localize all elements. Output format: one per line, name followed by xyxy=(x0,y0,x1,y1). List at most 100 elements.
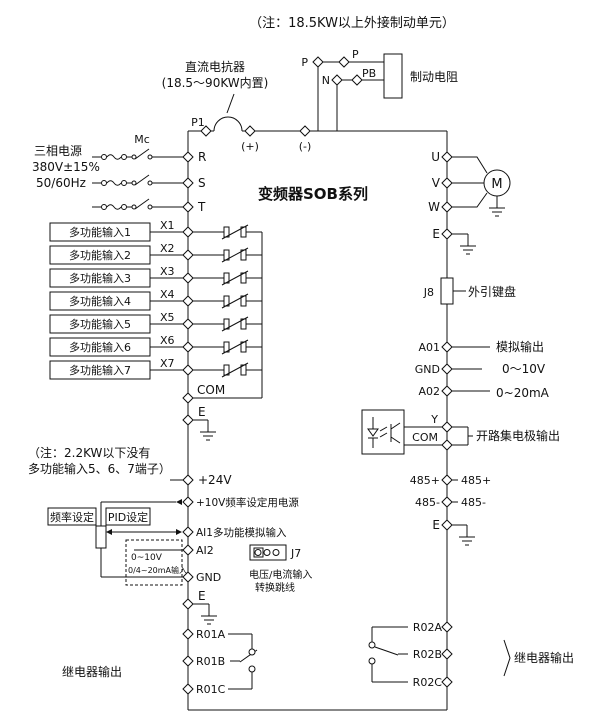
power-label-line2: 380V±15% xyxy=(32,160,100,174)
terminal-p-outer xyxy=(338,56,350,68)
terminal-x2 xyxy=(182,249,194,261)
label-ai2: AI2 xyxy=(196,544,214,557)
label-keypad: 外引键盘 xyxy=(468,284,516,299)
terminal-r02b xyxy=(441,648,453,660)
input-box-4: 多功能输入4 xyxy=(69,294,131,308)
label-signal-range2: 0/4~20mA输入 xyxy=(128,565,187,575)
label-j7-desc2: 转换跳线 xyxy=(255,581,295,594)
small-kw-note-line1: （注：2.2KW以下没有 xyxy=(28,445,150,460)
switch-x3 xyxy=(192,270,263,286)
label-analog-output: 模拟输出 xyxy=(496,339,544,354)
keypad-section: J8 外引键盘 xyxy=(423,277,516,305)
label-freq-setting: 频率设定 xyxy=(50,510,94,524)
label-u: U xyxy=(431,150,440,164)
ground-symbol-right2 xyxy=(458,524,476,546)
switch-x4 xyxy=(192,293,263,309)
ground-symbol-left2 xyxy=(200,603,218,625)
reactor-note-line2: (18.5～90KW内置) xyxy=(162,76,269,90)
label-j8: J8 xyxy=(423,286,434,299)
switch-common-bus xyxy=(193,232,263,399)
open-collector-section: Y COM 开路集电极输出 xyxy=(361,409,560,455)
label-x5: X5 xyxy=(160,311,175,324)
terminal-s xyxy=(182,177,194,189)
terminal-r xyxy=(182,151,194,163)
terminal-dc-minus xyxy=(299,125,311,137)
switch-x7 xyxy=(192,362,263,378)
terminal-r02c xyxy=(441,676,453,688)
label-dc-plus: (+) xyxy=(241,140,259,153)
label-485-minus-in: 485- xyxy=(415,496,440,509)
label-w: W xyxy=(428,200,440,214)
terminal-a01 xyxy=(441,341,453,353)
label-braking-resistor: 制动电阻 xyxy=(410,70,458,84)
label-24v: +24V xyxy=(198,473,232,487)
label-a02: A02 xyxy=(418,385,440,398)
label-x6: X6 xyxy=(160,334,175,347)
terminal-x3 xyxy=(182,272,194,284)
pid-setting-box xyxy=(105,507,151,526)
terminal-a02 xyxy=(441,385,453,397)
input-box-7: 多功能输入7 xyxy=(69,363,131,377)
page-title: 变频器SOB系列 xyxy=(258,185,368,203)
label-r02b: R02B xyxy=(413,648,442,661)
rs485-section: 485+ 485+ 485- 485- E xyxy=(410,474,491,546)
input-box-2: 多功能输入2 xyxy=(69,248,131,262)
relay-output-1: R01A R01B R01C 继电器输出 xyxy=(62,628,258,696)
oc-group-bracket xyxy=(452,426,473,446)
phase-line-r xyxy=(91,148,184,160)
analog-output-section: A01 GND A02 模拟输出 0～10V 0~20mA xyxy=(415,339,550,400)
terminal-x6 xyxy=(182,341,194,353)
label-y: Y xyxy=(430,413,438,426)
label-e1-left: E xyxy=(198,405,206,419)
relay2-group-bracket xyxy=(503,639,511,677)
label-10v-supply: +10V频率设定用电源 xyxy=(196,496,299,509)
label-com: COM xyxy=(197,383,225,397)
motor-output-section: U V W M E xyxy=(428,150,511,255)
arrow-10v-out xyxy=(176,499,182,505)
label-motor: M xyxy=(491,177,502,192)
terminal-ai2 xyxy=(182,544,194,556)
label-e2-left: E xyxy=(198,589,206,603)
switch-x1 xyxy=(192,224,263,240)
label-signal-range1: 0~10V xyxy=(131,553,163,563)
terminal-r02a xyxy=(441,621,453,633)
braking-resistor xyxy=(383,53,403,99)
ground-symbol-motor xyxy=(488,195,506,217)
label-e1-right: E xyxy=(432,227,440,241)
label-pid-setting: PID设定 xyxy=(108,510,148,524)
switch-x2 xyxy=(192,247,263,263)
braking-circuit: P1 (+) (-) P P N PB 制动电阻 xyxy=(191,48,458,153)
terminal-24v xyxy=(182,474,194,486)
label-x4: X4 xyxy=(160,288,175,301)
terminal-ai1 xyxy=(182,526,194,538)
label-r01c: R01C xyxy=(196,683,226,696)
terminal-r01b xyxy=(182,655,194,667)
label-open-collector: 开路集电极输出 xyxy=(476,428,560,443)
label-t: T xyxy=(197,200,206,214)
label-485-plus-in: 485+ xyxy=(410,474,440,487)
label-contactor-mc: Mc xyxy=(134,133,150,146)
phase-line-s xyxy=(91,174,184,186)
label-v: V xyxy=(432,176,441,190)
relay1-contact xyxy=(228,633,258,690)
arrow-ai1-in xyxy=(176,529,182,535)
freq-setting-box xyxy=(47,507,97,526)
label-pb-right: PB xyxy=(362,67,376,80)
label-dc-minus: (-) xyxy=(299,140,312,153)
label-r02a: R02A xyxy=(413,621,443,634)
label-s: S xyxy=(198,176,206,190)
switch-x5 xyxy=(192,316,263,332)
label-j7-desc1: 电压/电流输入 xyxy=(249,568,312,581)
label-a01: A01 xyxy=(418,341,440,354)
ground-symbol-left1 xyxy=(199,419,217,441)
terminal-e2-left xyxy=(182,598,194,610)
terminal-485-minus xyxy=(441,496,453,508)
input-box-3: 多功能输入3 xyxy=(69,271,131,285)
terminal-r01c xyxy=(182,683,194,695)
label-gnd-right: GND xyxy=(415,363,440,376)
ground-symbol-right1 xyxy=(459,233,477,255)
terminal-gnd-right xyxy=(441,363,453,375)
terminal-n-inner xyxy=(331,74,343,86)
